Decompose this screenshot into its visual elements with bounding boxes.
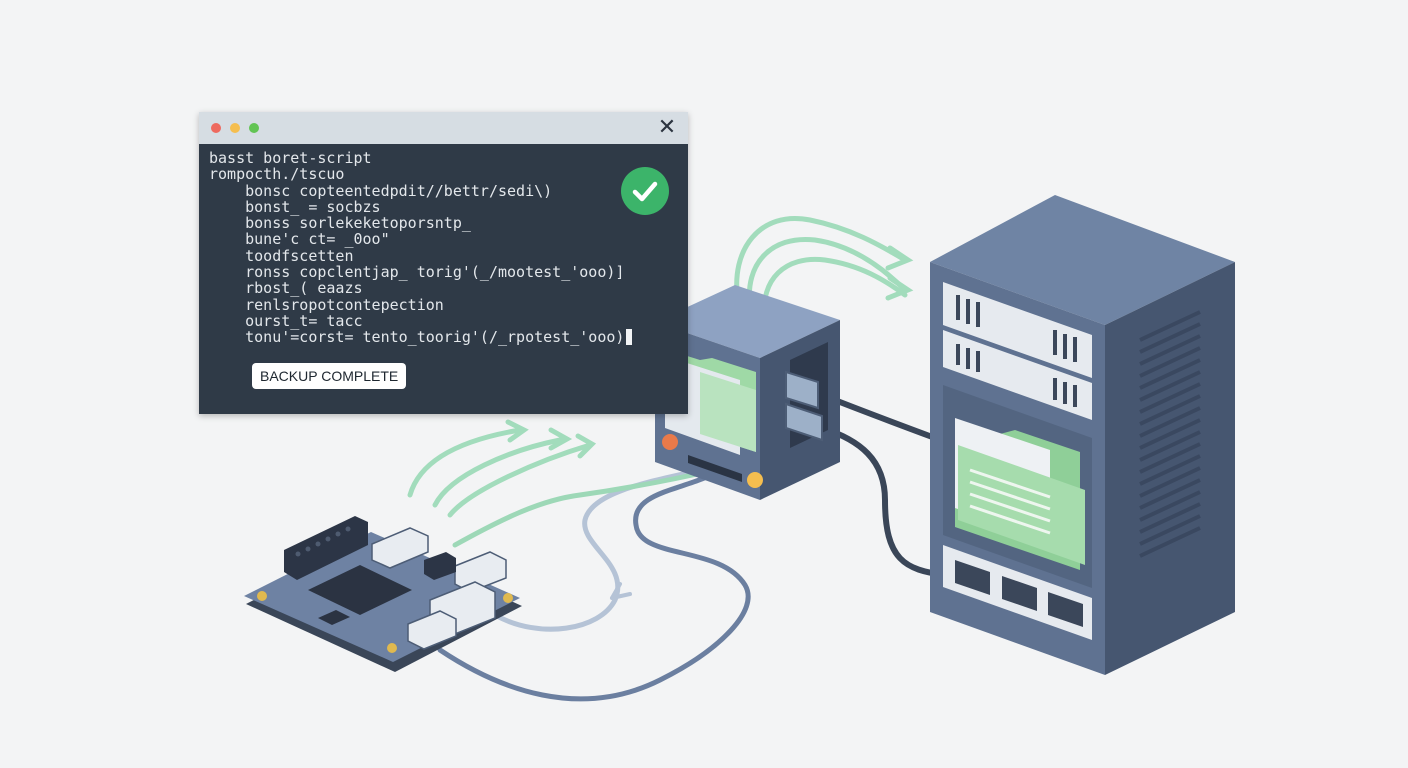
usb-port-3 (407, 610, 457, 650)
code-line: bonst_ = socbzs (209, 197, 381, 216)
hub-plug-upper (785, 370, 819, 410)
ethernet-port-3 (1048, 592, 1083, 627)
mount-hole-2 (387, 643, 397, 653)
server-top (930, 195, 1235, 325)
checkmark-icon (632, 181, 658, 202)
code-line: toodfscetten (209, 246, 354, 265)
code-line: bonss sorlekeketoporsntp_ (209, 214, 471, 233)
checkmark-circle-icon (621, 167, 669, 215)
cable-hub-to-server-lower (819, 425, 948, 578)
ethernet-port-1 (955, 560, 990, 595)
code-line: bune'c ct= _0oo" (209, 230, 390, 249)
hub-led-yellow (747, 472, 763, 488)
single-board-computer (244, 516, 522, 672)
usb-port-2 (454, 551, 507, 593)
cable-board-to-hub-lower (437, 467, 751, 702)
upload-flow-arrows (407, 419, 597, 518)
code-line-text: tonu'=corst= tento_toorig'(/_rpotest_'oo… (209, 328, 625, 347)
cables (437, 392, 948, 702)
usb-port-1 (371, 527, 429, 569)
close-icon[interactable]: ✕ (657, 115, 677, 140)
hub-folder-front (700, 372, 756, 452)
gpio-header (284, 516, 368, 580)
minimize-dot[interactable] (230, 123, 240, 133)
terminal-titlebar: ✕ (199, 112, 688, 144)
transfer-flow-arrows (734, 216, 914, 321)
server-tower (930, 195, 1235, 675)
text-cursor (626, 329, 633, 346)
status-badge: BACKUP COMPLETE (252, 363, 407, 389)
gpio-pins (295, 526, 351, 557)
script-code: basst boret-script rompocth./tscuo bonsc… (209, 149, 633, 347)
hub-usb-slot (688, 455, 742, 482)
drive-bay-slots (956, 295, 1077, 407)
hub-plug-lower (785, 402, 823, 442)
code-line-last: tonu'=corst= tento_toorig'(/_rpotest_'oo… (209, 328, 633, 347)
small-chip (318, 610, 350, 625)
server-vents (1139, 310, 1201, 558)
maximize-dot[interactable] (249, 123, 259, 133)
cable-board-to-hub-green (452, 467, 718, 548)
code-line: basst boret-script (209, 149, 372, 167)
mount-hole-1 (257, 591, 267, 601)
close-dot[interactable] (211, 123, 221, 133)
code-line: rbost_( eaazs (209, 279, 363, 298)
terminal-window: ✕ basst boret-script rompocth./tscuo bon… (199, 112, 688, 414)
cpu-chip (308, 565, 412, 615)
server-folder-front (958, 445, 1085, 565)
server-folder-lines (969, 468, 1051, 535)
code-line: ourst_t= tacc (209, 311, 363, 330)
code-line: bonsc copteentedpdit//bettr/sedi\) (209, 181, 553, 200)
data-flow-arrow-mid (610, 582, 632, 600)
code-line: renlsropotcontepection (209, 295, 444, 314)
code-line: ronss copclentjap_ torig'(_/mootest_'ooo… (209, 263, 625, 282)
code-line: rompocth./tscuo (209, 165, 345, 184)
ethernet-ports (955, 560, 1083, 627)
hub-top (655, 285, 840, 358)
mount-hole-3 (503, 593, 513, 603)
audio-jack (424, 552, 456, 580)
hub-led-orange (662, 434, 678, 450)
ethernet-port-2 (1002, 576, 1037, 611)
